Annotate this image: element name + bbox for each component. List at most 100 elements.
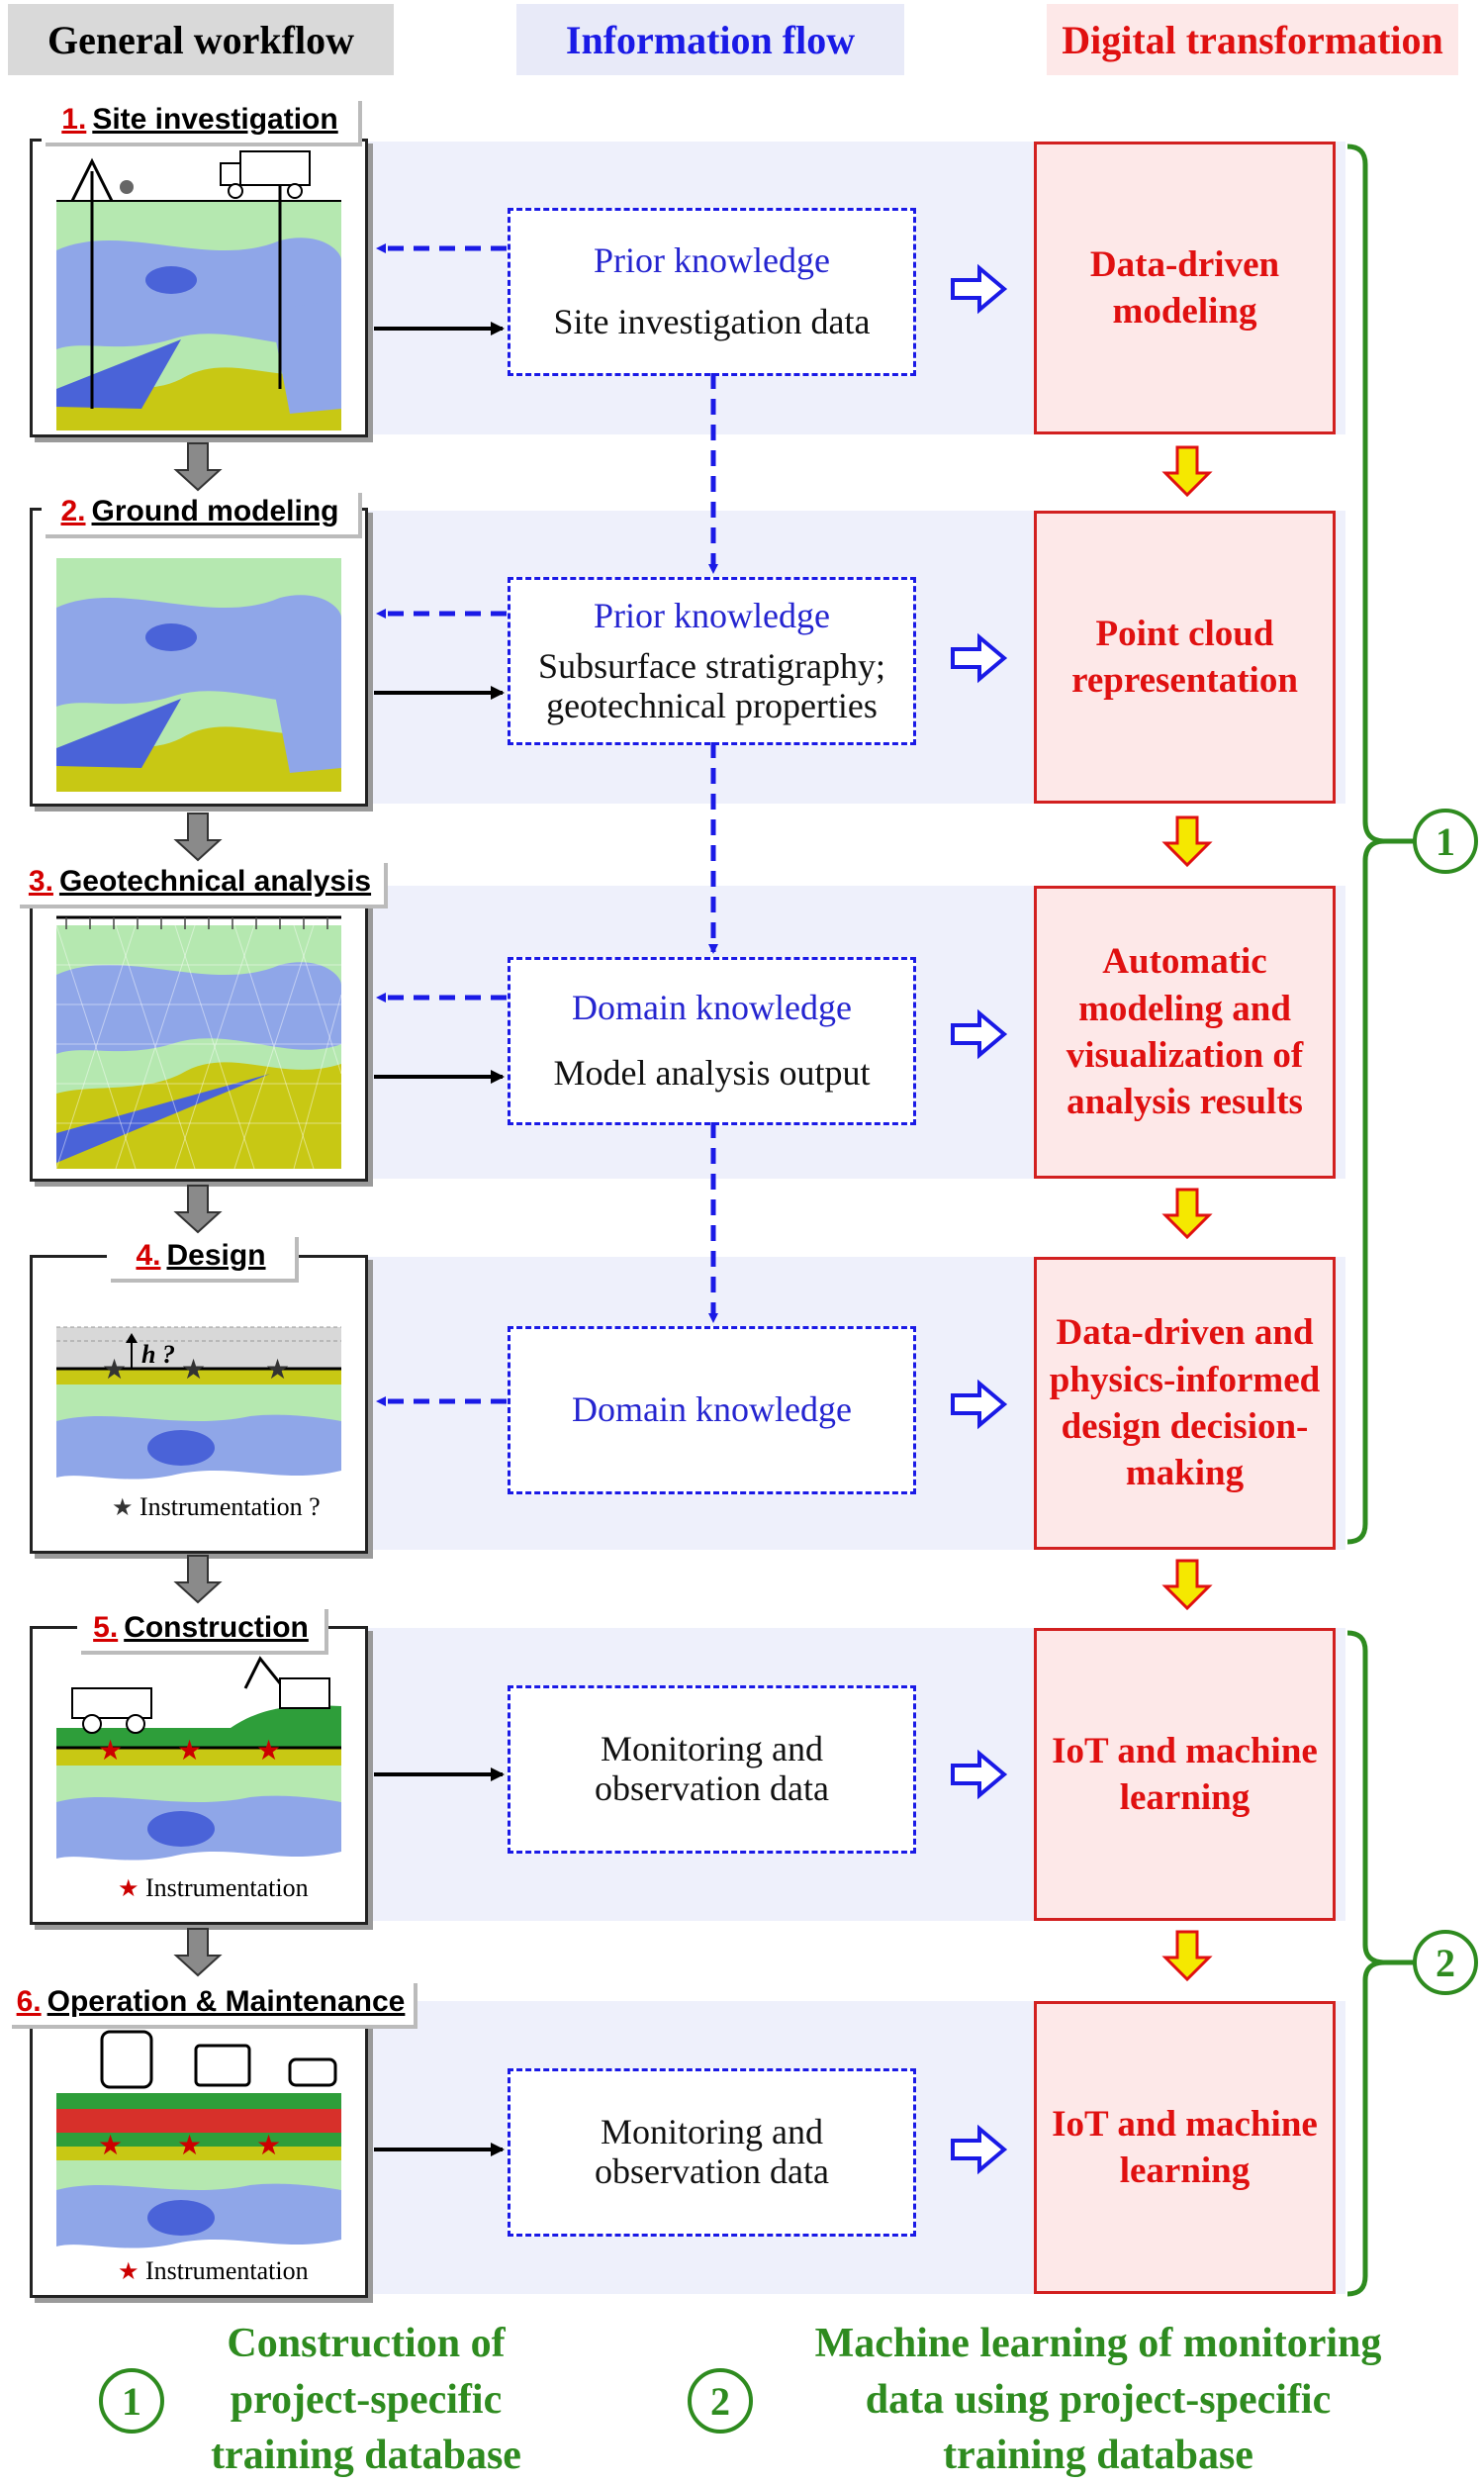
stage-title-1: 1.Site investigation (42, 97, 358, 143)
info-6-line2: observation data (595, 2151, 829, 2191)
construction-star-1: ★ (98, 1736, 123, 1767)
info-6-line1: Monitoring and (601, 2112, 823, 2152)
stage-box-construction: ★ ★ ★ ★ Instrumentation (30, 1626, 368, 1925)
legend-2-text: Machine learning of monitoring data usin… (767, 2316, 1430, 2484)
workflow-arrow-4 (173, 1555, 223, 1604)
dt-6-line2: learning (1119, 2150, 1251, 2191)
info-3-line2: Model analysis output (553, 1053, 871, 1093)
dt-down-arrow-3 (1161, 1188, 1213, 1240)
construction-illustration: ★ ★ ★ ★ Instrumentation (56, 1656, 341, 1902)
operation-illustration: ★ ★ ★ ★ Instrumentation (56, 2030, 341, 2285)
site-investigation-illustration (56, 150, 341, 430)
dt-down-arrow-4 (1161, 1559, 1213, 1611)
stage-box-site-investigation (30, 139, 368, 437)
operation-star-legend: ★ (118, 2259, 139, 2285)
stage-box-geotechnical-analysis (30, 883, 368, 1182)
info-4-line1: Domain knowledge (572, 1389, 852, 1430)
legend-1-line2: project-specific (230, 2376, 503, 2423)
header-digital-transformation: Digital transformation (1047, 4, 1458, 75)
design-star-3: ★ (265, 1355, 290, 1385)
stage-title-6: 6.Operation & Maintenance (8, 1979, 414, 2025)
info-2-line2: Subsurface stratigraphy; (538, 646, 885, 687)
design-illustration: h ? ★ ★ ★ ★ Instrumentation ? (56, 1326, 341, 1521)
workflow-arrow-1 (173, 442, 223, 492)
workflow-arrow-2 (173, 812, 223, 862)
construction-star-2: ★ (177, 1736, 202, 1767)
dt-4-line2: physics-informed (1049, 1359, 1321, 1400)
info-2-line3: geotechnical properties (546, 685, 878, 725)
dt-2-line1: Point cloud (1095, 613, 1274, 654)
dt-3-line4: analysis results (1067, 1082, 1303, 1123)
stage-title-4: 4.Design (107, 1233, 295, 1279)
dt-5-line2: learning (1119, 1777, 1251, 1818)
info-box-3: Domain knowledge Model analysis output (508, 957, 916, 1125)
info-2-line1: Prior knowledge (594, 595, 830, 635)
stage-box-operation-maintenance: ★ ★ ★ ★ Instrumentation (30, 1999, 368, 2298)
stage-title-5: 5.Construction (77, 1605, 325, 1651)
ground-model-illustration (56, 558, 341, 792)
dt-3-line1: Automatic (1102, 941, 1267, 983)
dt-5-line1: IoT and machine (1052, 1730, 1318, 1771)
header-information-flow: Information flow (516, 4, 904, 75)
dt-3-line2: modeling and (1078, 988, 1291, 1029)
info-1-line1: Prior knowledge (594, 240, 830, 281)
dt-3-line3: visualization of (1066, 1035, 1304, 1076)
bracket-1-label: 1 (1413, 809, 1478, 874)
digital-box-1: Data-driven modeling (1034, 142, 1336, 434)
stage-box-design: h ? ★ ★ ★ ★ Instrumentation ? (30, 1255, 368, 1554)
digital-box-2: Point cloud representation (1034, 511, 1336, 804)
info-5-line1: Monitoring and (601, 1729, 823, 1769)
legend-1-text: Construction of project-specific trainin… (178, 2316, 554, 2484)
info-1-line2: Site investigation data (553, 302, 871, 341)
legend-1-line3: training database (211, 2433, 521, 2479)
info-3-line1: Domain knowledge (572, 988, 852, 1028)
construction-star-3: ★ (256, 1736, 281, 1767)
dt-1-line1: Data-driven (1089, 243, 1280, 285)
operation-instrumentation-label: Instrumentation (145, 2256, 309, 2285)
info-box-4: Domain knowledge (508, 1326, 916, 1494)
construction-instrumentation-label: Instrumentation (145, 1873, 309, 1902)
operation-star-1: ★ (98, 2131, 123, 2161)
digital-box-3: Automatic modeling and visualization of ana… (1034, 886, 1336, 1179)
legend-2-line1: Machine learning of monitoring (814, 2321, 1382, 2366)
info-box-5: Monitoring and observation data (508, 1685, 916, 1854)
fem-mesh-illustration (55, 915, 342, 1170)
design-h-label: h ? (141, 1340, 175, 1369)
design-instrumentation-label: Instrumentation ? (139, 1492, 321, 1521)
legend-1-line1: Construction of (227, 2321, 506, 2366)
legend-2-line2: data using project-specific (865, 2376, 1332, 2423)
dt-down-arrow-5 (1161, 1930, 1213, 1982)
bracket-2-label: 2 (1413, 1930, 1478, 1995)
info-box-2: Prior knowledge Subsurface stratigraphy;… (508, 577, 916, 745)
legend-2-line3: training database (943, 2433, 1253, 2479)
dt-down-arrow-1 (1161, 445, 1213, 498)
info-box-6: Monitoring and observation data (508, 2068, 916, 2237)
stage-title-2: 2.Ground modeling (42, 489, 358, 534)
info-box-1: Prior knowledge Site investigation data (508, 208, 916, 376)
legend-1-circle: 1 (99, 2368, 164, 2434)
stage-title-3: 3.Geotechnical analysis (16, 859, 384, 905)
legend-2-circle: 2 (688, 2368, 753, 2434)
design-star-2: ★ (181, 1355, 206, 1385)
bracket-2 (1346, 1630, 1386, 2297)
digital-box-4: Data-driven and physics-informed design de… (1034, 1257, 1336, 1550)
dt-4-line4: making (1125, 1453, 1245, 1494)
dt-2-line2: representation (1071, 660, 1298, 701)
dt-4-line1: Data-driven and (1056, 1312, 1314, 1354)
bracket-1 (1346, 143, 1386, 1545)
info-5-line2: observation data (595, 1768, 829, 1808)
stage-box-ground-modeling (30, 508, 368, 807)
operation-star-2: ★ (177, 2131, 202, 2161)
dt-down-arrow-2 (1161, 815, 1213, 868)
dt-4-line3: design decision- (1061, 1406, 1309, 1447)
workflow-arrow-5 (173, 1928, 223, 1977)
dt-6-line1: IoT and machine (1052, 2103, 1318, 2145)
design-star-legend: ★ (112, 1495, 134, 1521)
digital-box-6: IoT and machine learning (1034, 2001, 1336, 2294)
design-star-1: ★ (102, 1355, 127, 1385)
construction-star-legend: ★ (118, 1876, 139, 1902)
operation-star-3: ★ (256, 2131, 281, 2161)
digital-box-5: IoT and machine learning (1034, 1628, 1336, 1921)
dt-1-line2: modeling (1112, 291, 1257, 332)
workflow-arrow-3 (173, 1185, 223, 1234)
